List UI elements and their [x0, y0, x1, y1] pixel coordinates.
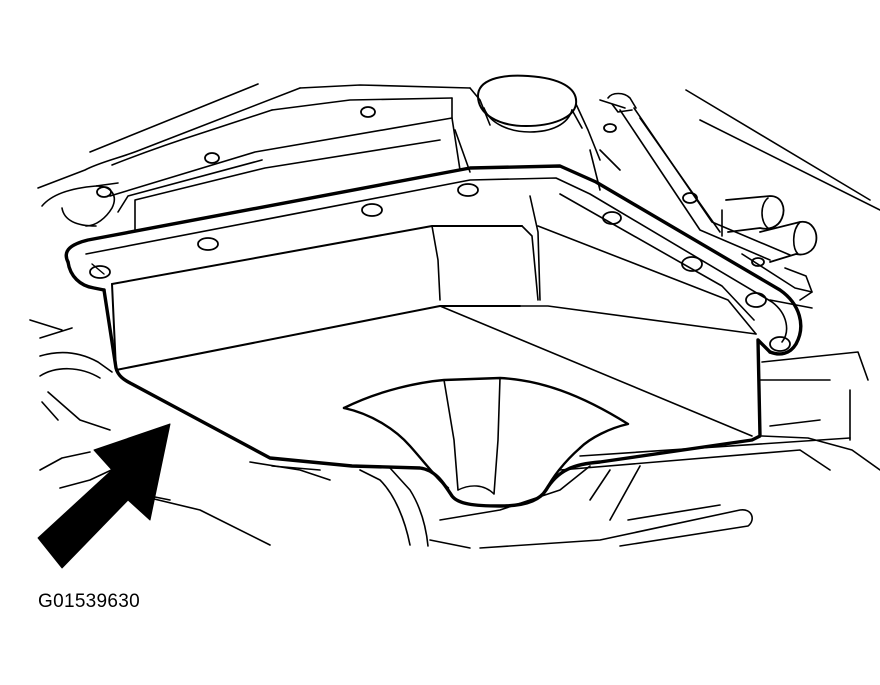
flange-bolt-holes	[89, 106, 791, 352]
oil-pan-flange	[64, 164, 803, 356]
oil-pan-body	[102, 193, 772, 508]
figure-id-label: G01539630	[38, 591, 141, 612]
background-structure	[29, 74, 880, 549]
arrow-icon	[37, 423, 171, 569]
